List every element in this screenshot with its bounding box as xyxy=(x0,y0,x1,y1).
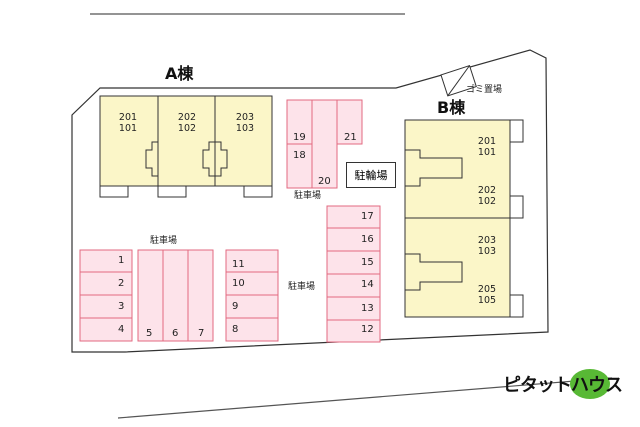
building-b xyxy=(404,119,524,318)
parking-space-21: 21 xyxy=(344,132,357,143)
parking-label-left: 駐車場 xyxy=(150,236,178,246)
parking-right-stack xyxy=(326,205,381,343)
logo-mark-icon xyxy=(570,369,610,399)
parking-space-17: 17 xyxy=(361,211,374,222)
parking-space-10: 10 xyxy=(232,278,245,289)
parking-space-11: 11 xyxy=(232,259,245,270)
building-b-title: B棟 xyxy=(437,98,466,117)
bicycle-parking: 駐輪場 xyxy=(346,162,396,188)
parking-top-group xyxy=(286,99,363,189)
parking-left-stack xyxy=(79,249,133,342)
parking-space-13: 13 xyxy=(361,303,374,314)
parking-left-vertical xyxy=(137,249,214,342)
parking-space-15: 15 xyxy=(361,257,374,268)
parking-space-4: 4 xyxy=(118,324,125,335)
garbage-area xyxy=(440,65,477,97)
parking-label-mid: 駐車場 xyxy=(288,282,316,292)
garbage-area-label: ゴミ置場 xyxy=(466,85,503,95)
parking-space-20: 20 xyxy=(318,176,331,187)
road-bottom-line xyxy=(117,377,613,419)
parking-space-3: 3 xyxy=(118,301,125,312)
parking-center-stack xyxy=(225,249,279,342)
parking-space-2: 2 xyxy=(118,278,125,289)
parking-space-14: 14 xyxy=(361,279,374,290)
parking-space-19: 19 xyxy=(293,132,306,143)
parking-space-5: 5 xyxy=(146,328,153,339)
parking-label-top: 駐車場 xyxy=(294,191,322,201)
brand-logo-text: ピタットハウス xyxy=(503,375,623,396)
parking-space-7: 7 xyxy=(198,328,205,339)
building-a xyxy=(99,95,273,198)
parking-space-8: 8 xyxy=(232,324,239,335)
parking-space-12: 12 xyxy=(361,324,374,335)
parking-space-16: 16 xyxy=(361,234,374,245)
parking-space-18: 18 xyxy=(293,150,306,161)
parking-space-6: 6 xyxy=(172,328,179,339)
parking-space-1: 1 xyxy=(118,255,125,266)
building-a-title: A棟 xyxy=(165,64,194,83)
parking-space-9: 9 xyxy=(232,301,239,312)
